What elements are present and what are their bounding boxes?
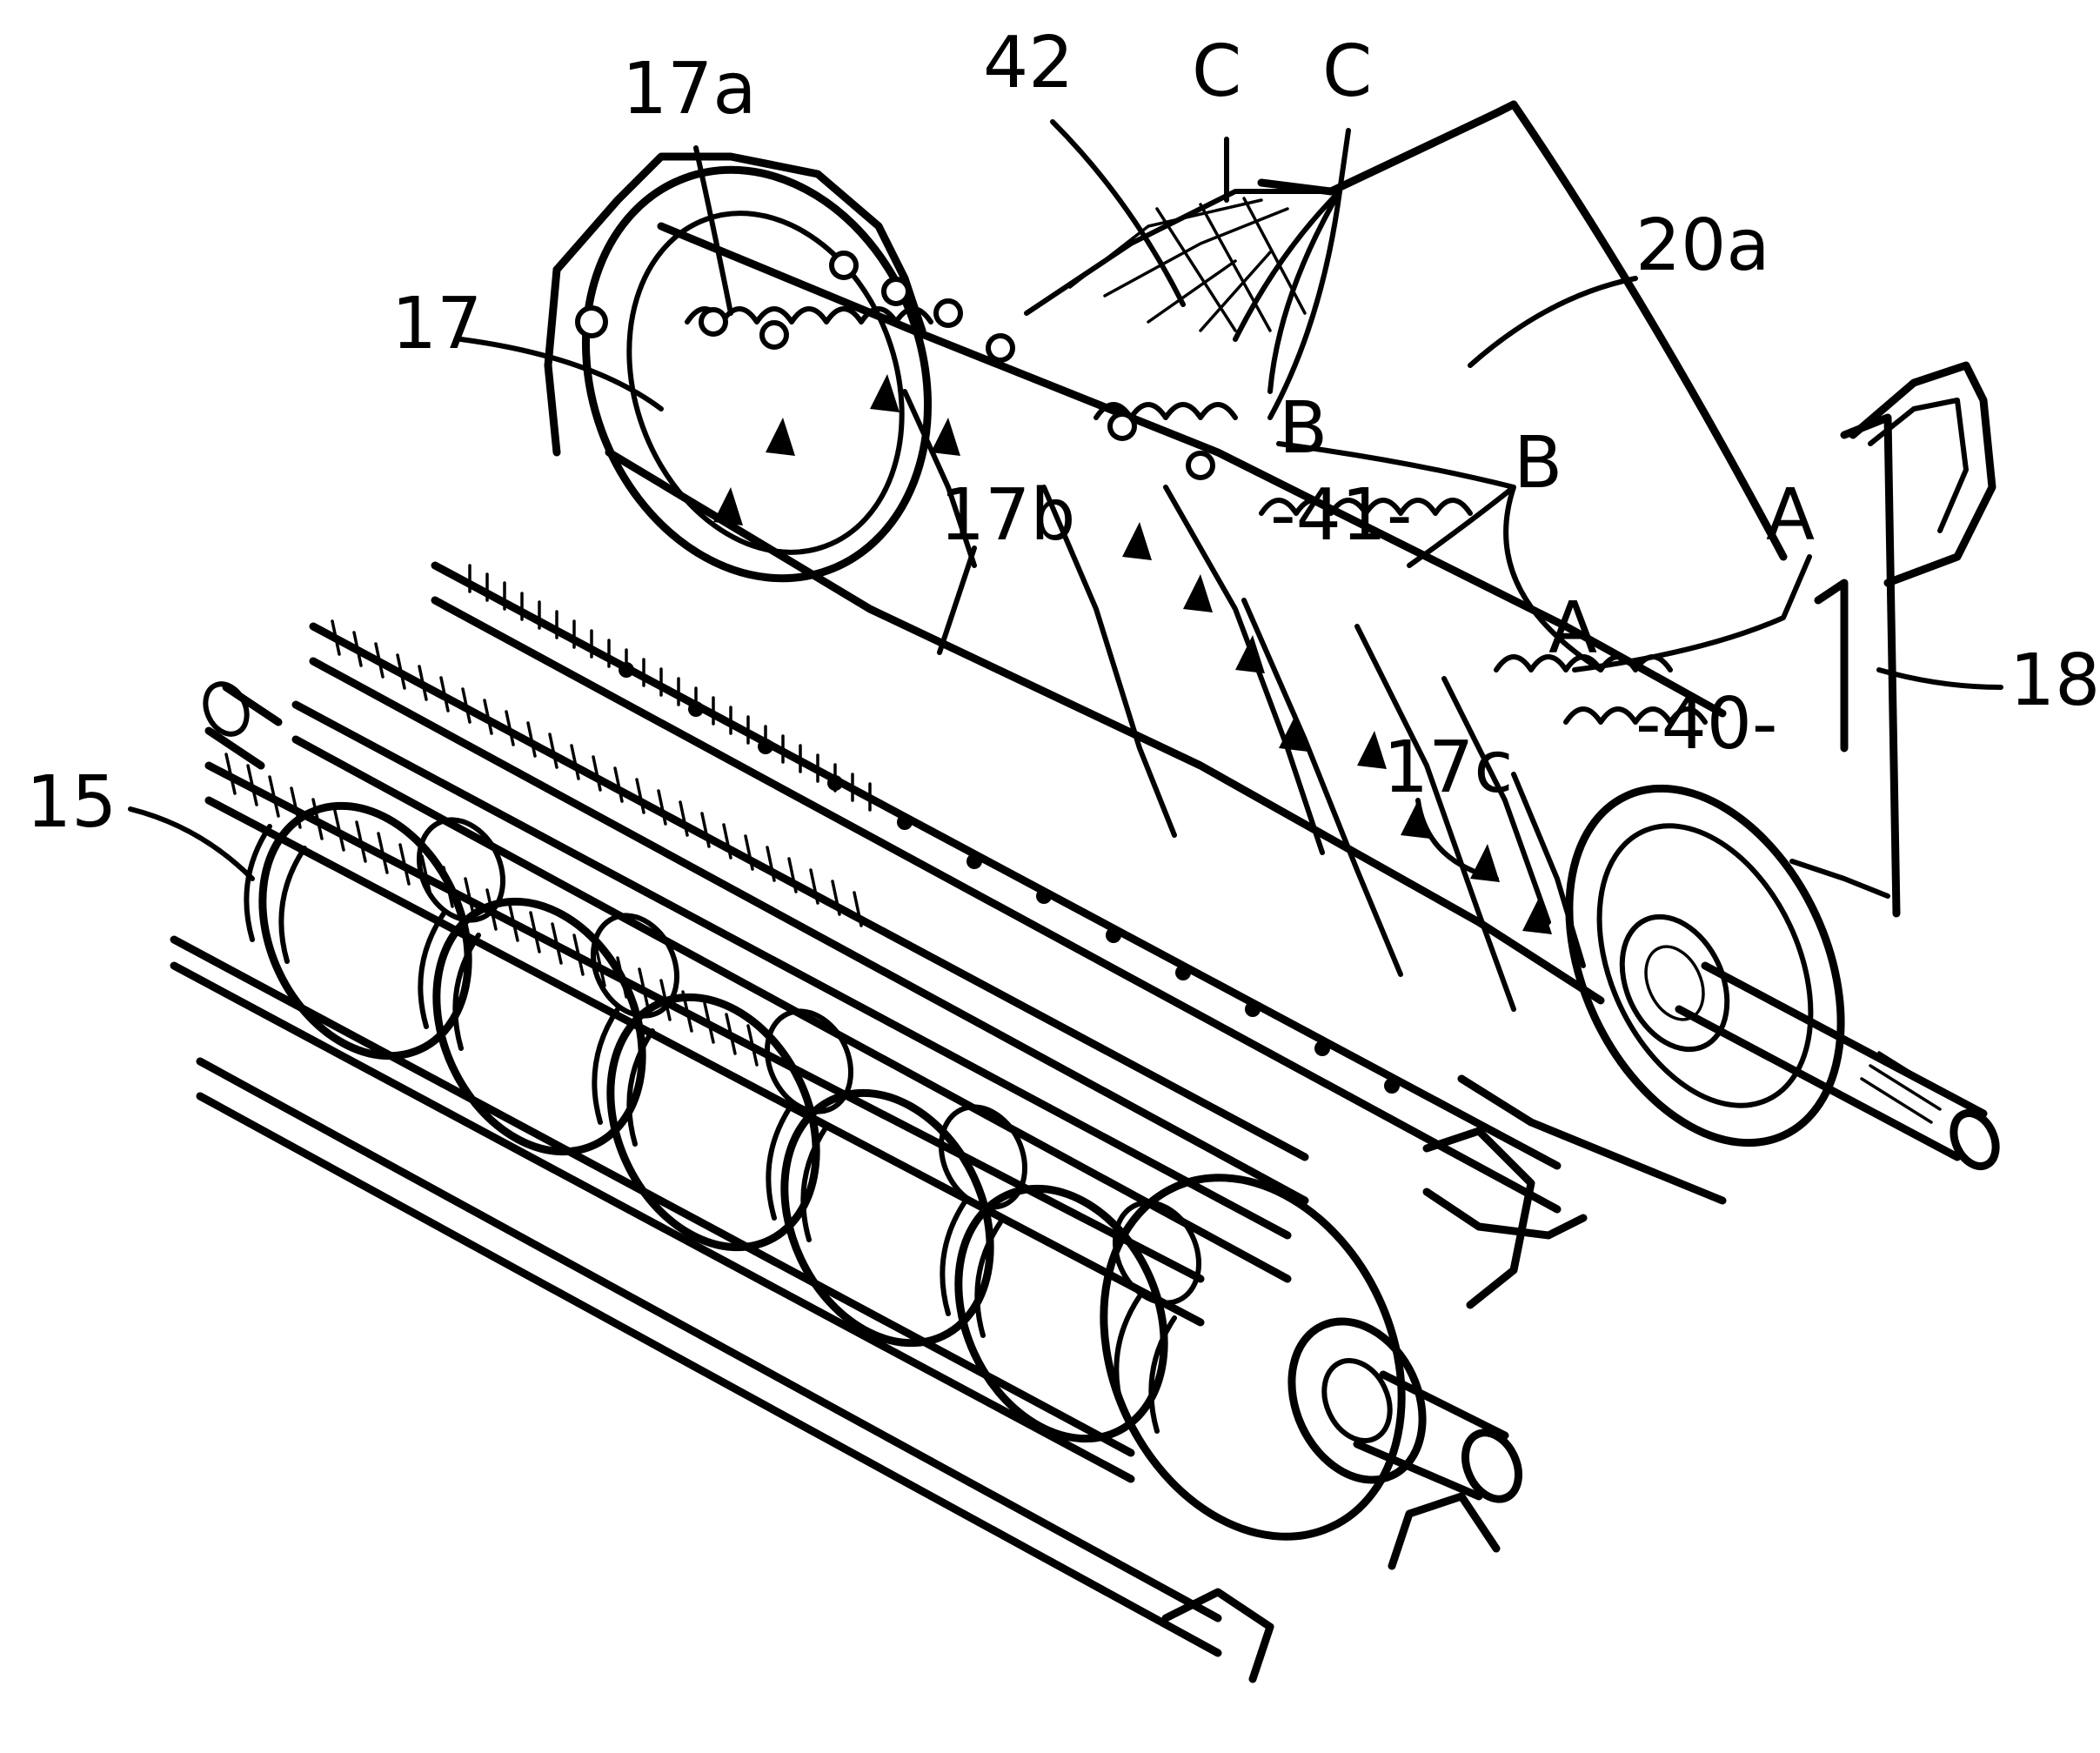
leader-15 — [130, 809, 252, 879]
transverse-beams — [174, 565, 1557, 1653]
label-A2: A — [1548, 587, 1597, 670]
label-B2: B — [1514, 422, 1562, 505]
label-17: 17 — [391, 283, 482, 365]
label-20a: 20a — [1635, 204, 1770, 287]
label-41: -41- — [1270, 474, 1413, 557]
label-42: 42 — [983, 22, 1073, 104]
label-17a: 17a — [622, 48, 757, 130]
label-A1: A — [1766, 474, 1815, 557]
leader-17b — [940, 548, 974, 652]
leader-C-fan — [1235, 191, 1340, 418]
label-B1: B — [1279, 387, 1328, 470]
reference-labels: 15 17 17a 17b 17c 18 20a -40- -41- 42 A … — [26, 22, 2100, 844]
leader-42 — [1053, 122, 1183, 304]
housing-panel — [1027, 104, 1992, 1235]
label-17b: 17b — [940, 474, 1075, 557]
leader-20a — [1470, 278, 1635, 365]
label-17c: 17c — [1383, 726, 1513, 809]
leader-18 — [1879, 670, 2001, 687]
front-rotor — [197, 678, 1531, 1679]
label-15: 15 — [26, 761, 117, 844]
label-C2: C — [1322, 30, 1372, 113]
label-C1: C — [1192, 30, 1241, 113]
label-18: 18 — [2010, 639, 2100, 722]
label-40: -40- — [1635, 683, 1778, 766]
